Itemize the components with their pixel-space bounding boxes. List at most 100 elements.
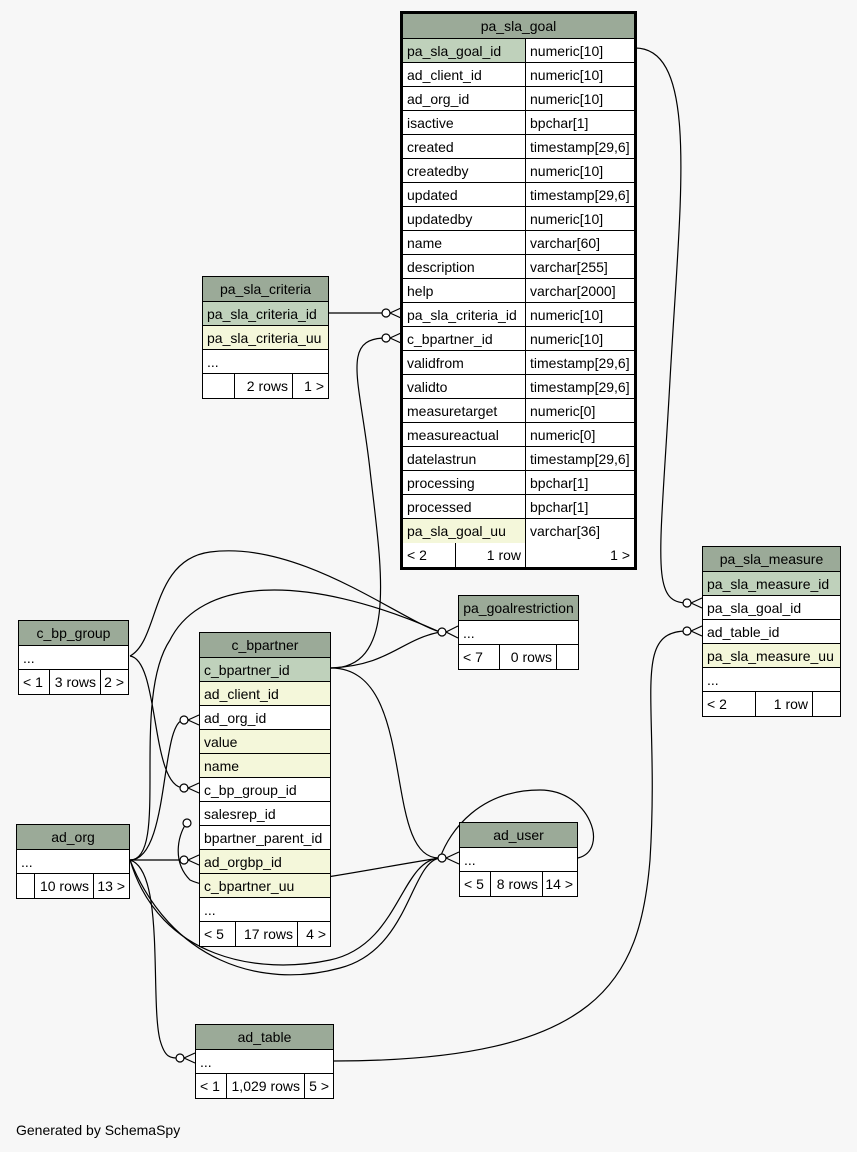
column-name: createdby [407,163,469,179]
column-row: pa_sla_measure_id [703,572,840,596]
table-header[interactable]: ad_user [460,823,577,848]
footer-parents[interactable] [17,874,34,898]
column-name: isactive [407,115,454,131]
edge-bpartner-user [330,667,441,859]
column-row: help varchar[2000] [403,279,634,303]
column-type: numeric[10] [525,39,634,62]
footer-row-count: 2 rows [234,374,292,398]
column-name: ... [204,902,216,918]
column-row: c_bpartner_id numeric[10] [403,327,634,351]
column-name: ... [464,852,476,868]
footer-children[interactable]: 1 > [292,374,328,398]
column-name: description [407,259,475,275]
column-name: pa_sla_measure_id [707,576,830,592]
column-row: ... [19,646,128,670]
table-footer: < 2 1 row [703,692,840,716]
footer-row-count: 1,029 rows [226,1074,304,1098]
edge-bpgroup-bpartner [129,655,185,789]
column-type: numeric[10] [525,63,634,86]
column-row: ... [460,848,577,872]
edge-goal-measure [634,47,688,604]
edge-org-user [129,857,441,966]
footer-parents[interactable]: < 2 [707,696,727,712]
footer-children[interactable]: 13 > [93,874,129,898]
column-name: ad_orgbp_id [204,854,282,870]
edge-table-measure [333,630,688,1062]
table-header[interactable]: pa_sla_measure [703,547,840,572]
edge-bpgroup-goalres [129,550,441,657]
table-header[interactable]: ad_table [196,1025,333,1050]
table-header[interactable]: ad_org [17,825,129,850]
table-header[interactable]: pa_sla_goal [403,14,634,39]
table-ad-table[interactable]: ad_table ... < 1 1,029 rows 5 > [195,1024,334,1099]
column-row: ad_client_id [200,682,330,706]
column-name: processed [407,499,472,515]
table-header[interactable]: pa_goalrestriction [459,596,578,621]
column-name: pa_sla_criteria_id [407,307,517,323]
column-type: numeric[10] [525,327,634,350]
table-pa-goalrestriction[interactable]: pa_goalrestriction ... < 7 0 rows [458,595,579,670]
footer-children[interactable]: 1 > [525,543,634,567]
column-name: ... [207,354,219,370]
column-name: pa_sla_goal_id [403,39,525,62]
footer-parents[interactable]: < 1 [200,1078,220,1094]
column-type: varchar[2000] [525,279,634,302]
column-row: pa_sla_criteria_id [203,302,328,326]
column-name: ... [707,672,719,688]
footer-children[interactable] [556,645,578,669]
column-row: ... [200,898,330,922]
column-name: ... [21,854,33,870]
table-header[interactable]: c_bpartner [200,633,330,658]
column-name: pa_sla_measure_uu [707,648,834,664]
column-name: c_bpartner_id [407,331,493,347]
footer-row-count: 17 rows [235,922,297,946]
table-header[interactable]: c_bp_group [19,621,128,646]
column-name: bpartner_parent_id [204,830,323,846]
column-type: timestamp[29,6] [525,447,634,470]
footer-parents[interactable] [203,374,234,398]
edge-user-self [439,789,595,859]
table-header[interactable]: pa_sla_criteria [203,277,328,302]
column-name: help [407,283,434,299]
footer-parents[interactable]: < 7 [463,649,483,665]
footer-parents[interactable]: < 1 [23,674,43,690]
column-name: value [204,734,238,750]
footer-row-count: 8 rows [490,872,542,896]
column-name: ... [463,625,475,641]
column-row: ... [703,668,840,692]
edge-org-goalres [129,589,441,861]
column-name: created [407,139,454,155]
column-row: pa_sla_criteria_uu [203,326,328,350]
footer-parents[interactable]: < 5 [204,926,224,942]
table-c-bpartner[interactable]: c_bpartner c_bpartner_id ad_client_id ad… [199,632,331,947]
footer-parents[interactable]: < 2 [407,547,427,563]
table-c-bp-group[interactable]: c_bp_group ... < 1 3 rows 2 > [18,620,129,695]
footer-children[interactable]: 2 > [100,670,128,694]
table-pa-sla-criteria[interactable]: pa_sla_criteria pa_sla_criteria_id pa_sl… [202,276,329,399]
edge-org-table [129,859,181,1059]
column-type: varchar[255] [525,255,634,278]
footer-children[interactable]: 4 > [297,922,330,946]
table-pa-sla-measure[interactable]: pa_sla_measure pa_sla_measure_id pa_sla_… [702,546,841,717]
column-name: ad_org_id [204,710,267,726]
generated-by-note[interactable]: Generated by SchemaSpy [16,1122,181,1138]
table-ad-user[interactable]: ad_user ... < 5 8 rows 14 > [459,822,578,897]
footer-children[interactable]: 14 > [542,872,577,896]
footer-children[interactable] [812,692,840,716]
footer-children[interactable]: 5 > [304,1074,333,1098]
column-name: c_bp_group_id [204,782,297,798]
table-ad-org[interactable]: ad_org ... 10 rows 13 > [16,824,130,899]
column-name: pa_sla_criteria_id [207,306,317,322]
column-type: numeric[10] [525,87,634,110]
footer-parents[interactable]: < 5 [464,876,484,892]
column-row: ad_table_id [703,620,840,644]
column-name: ad_table_id [707,624,780,640]
column-name: measuretarget [407,403,498,419]
